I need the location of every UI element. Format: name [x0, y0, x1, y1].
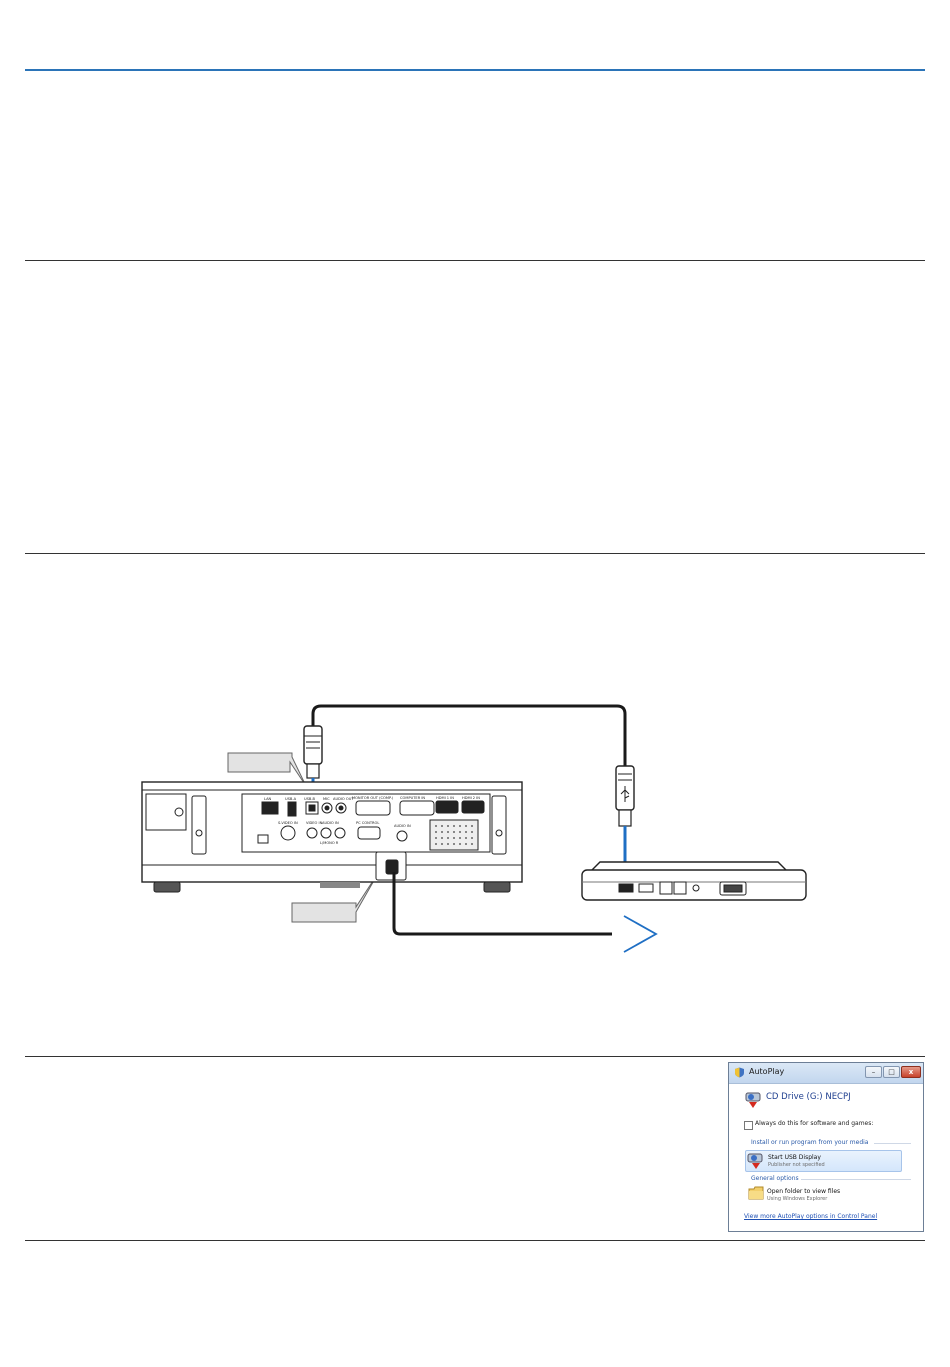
port-label-mic: MIC [323, 797, 330, 801]
port-label-monitor-out: MONITOR OUT (COMP.) [352, 796, 394, 800]
port-label-audio-in-lr-sub: L/MONO R [320, 841, 339, 845]
usb-display-icon [747, 1153, 763, 1169]
open-folder-sub: Using Windows Explorer [767, 1196, 828, 1202]
port-label-pc-control: PC CONTROL [356, 821, 379, 825]
section-divider-4 [25, 1240, 925, 1241]
drive-label: CD Drive (G:) NECPJ [766, 1092, 851, 1102]
section-install-heading: Install or run program from your media [751, 1139, 869, 1146]
power-cord [392, 872, 612, 936]
header-rule [25, 69, 925, 71]
laptop [581, 861, 807, 901]
port-label-audio-out: AUDIO OUT [333, 797, 354, 801]
start-usb-display-publisher: Publisher not specified [768, 1162, 825, 1168]
port-label-computer-in: COMPUTER IN [400, 796, 425, 800]
cd-drive-icon [745, 1092, 761, 1108]
usb-b-plug [303, 725, 323, 779]
port-label-s-video: S-VIDEO IN [278, 821, 298, 825]
start-usb-display-option[interactable]: Start USB Display Publisher not specifie… [745, 1150, 902, 1172]
port-label-audio-in: AUDIO IN [394, 824, 411, 828]
usb-a-plug [615, 765, 635, 827]
port-label-usb-a: USB-A [285, 797, 297, 801]
section-divider-3 [25, 1056, 925, 1057]
maximize-button[interactable]: □ [883, 1066, 900, 1078]
port-label-audio-in-lr: AUDIO IN [322, 821, 339, 825]
always-do-this-label: Always do this for software and games: [755, 1120, 874, 1127]
speaker-grille [435, 825, 473, 845]
usb-cable [311, 704, 627, 768]
connection-diagram: LAN USB-A USB-B MIC AUDIO OUT MONITOR OU… [141, 704, 807, 953]
autoplay-dialog: AutoPlay – □ x CD Drive (G:) NECPJ Alway… [728, 1062, 924, 1232]
start-usb-display-label: Start USB Display [768, 1154, 821, 1161]
callout-usb [227, 752, 307, 787]
port-label-hdmi2: HDMI 2 IN [462, 796, 480, 800]
more-autoplay-options-link[interactable]: View more AutoPlay options in Control Pa… [744, 1213, 878, 1220]
open-folder-option[interactable]: Open folder to view files [767, 1188, 841, 1195]
port-label-video-in: VIDEO IN [306, 821, 323, 825]
minimize-button[interactable]: – [865, 1066, 882, 1078]
projector [141, 781, 523, 893]
port-label-hdmi1: HDMI 1 IN [436, 796, 454, 800]
callout-power [291, 869, 381, 923]
outlet-arrow [623, 915, 658, 953]
always-do-this-checkbox[interactable] [744, 1121, 753, 1130]
port-label-lan: LAN [264, 797, 272, 801]
section-general-heading: General options [751, 1175, 799, 1182]
section-divider-2 [25, 553, 925, 554]
autoplay-shield-icon [735, 1067, 744, 1078]
autoplay-title: AutoPlay [749, 1067, 785, 1076]
section-install-line [874, 1143, 911, 1144]
section-general-line [801, 1179, 911, 1180]
folder-icon [748, 1186, 764, 1200]
section-divider-1 [25, 260, 925, 261]
autoplay-titlebar: AutoPlay – □ x [729, 1063, 923, 1084]
port-label-usb-b: USB-B [304, 797, 316, 801]
port-labels: LAN USB-A USB-B MIC AUDIO OUT MONITOR OU… [264, 796, 480, 845]
close-button[interactable]: x [901, 1066, 921, 1078]
